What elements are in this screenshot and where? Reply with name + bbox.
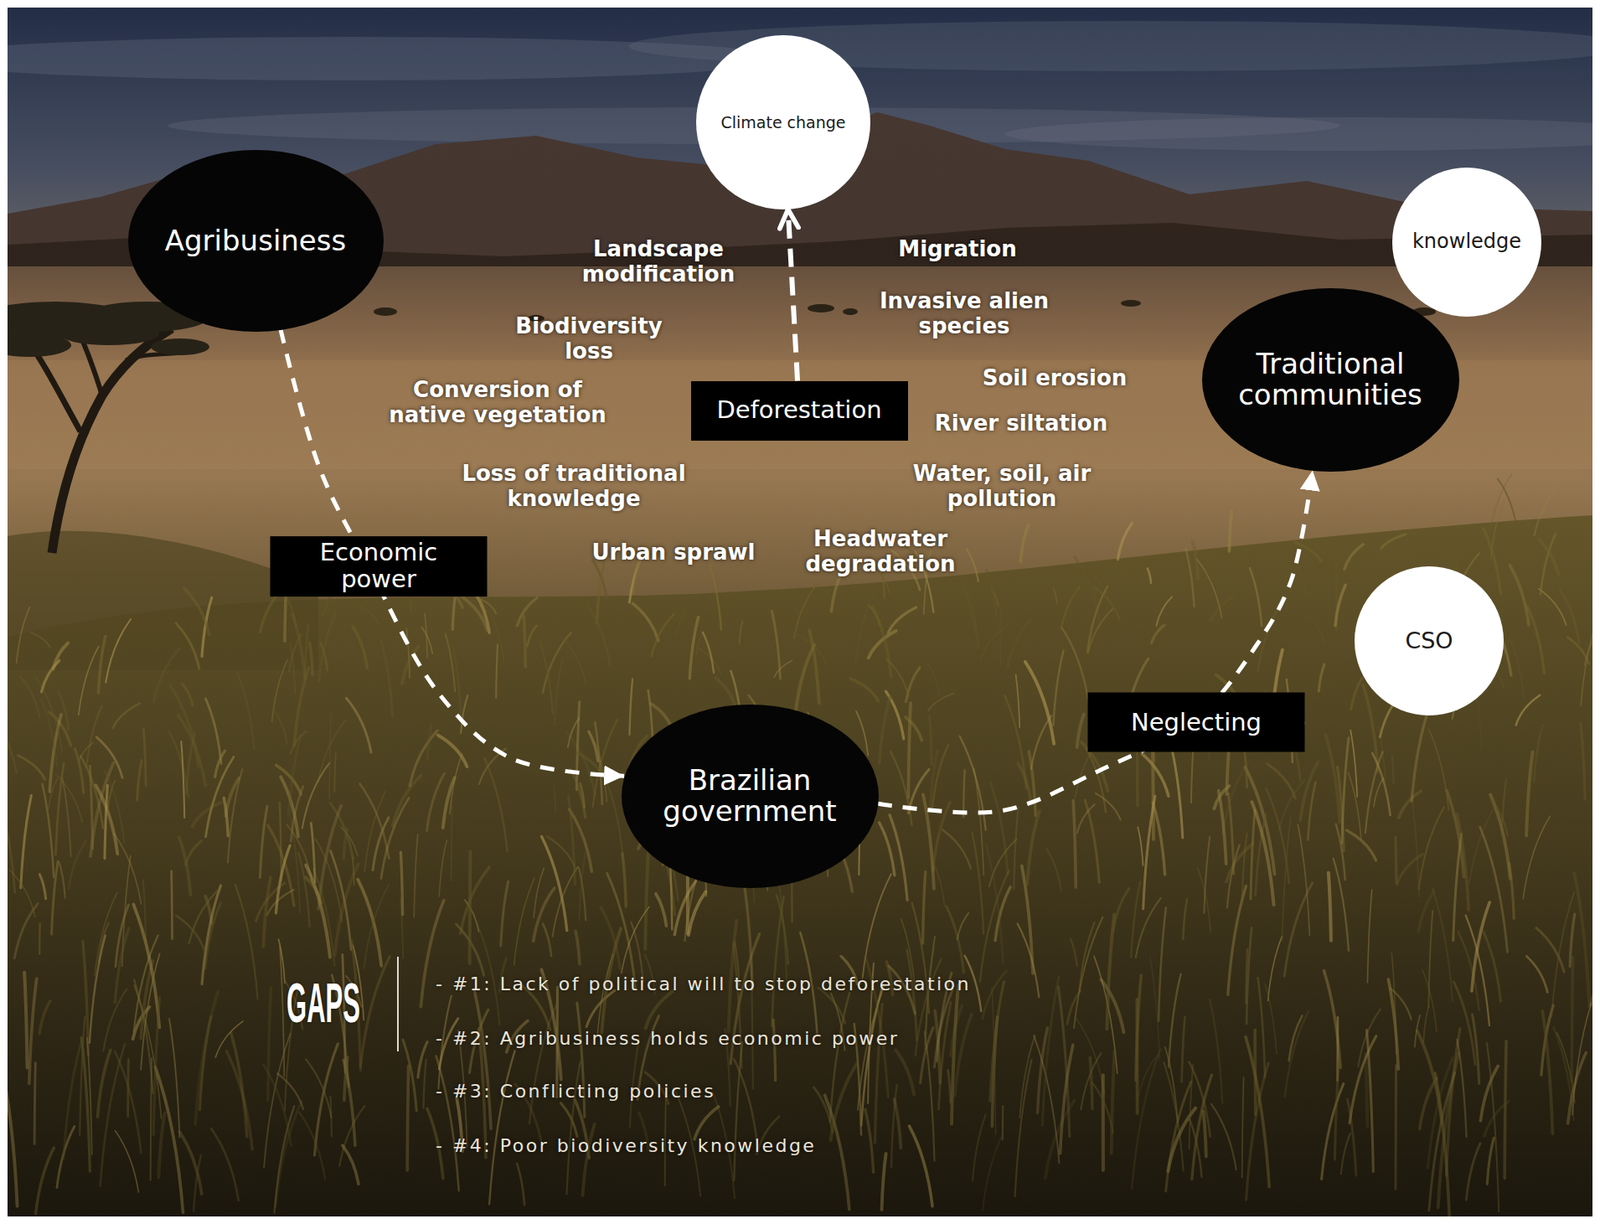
ellipse-fill bbox=[1354, 566, 1504, 716]
edge-label: Economic power bbox=[294, 539, 463, 594]
node-text: Agribusiness bbox=[165, 225, 346, 257]
dashed-arrow bbox=[788, 209, 798, 382]
impact-label: Soil erosion bbox=[982, 365, 1128, 391]
node-text: Traditional communities bbox=[1225, 348, 1435, 410]
impact-label: Conversion of native vegetation bbox=[379, 376, 616, 428]
photo-shade bbox=[7, 7, 1593, 1217]
impact-label: Urban sprawl bbox=[591, 539, 755, 565]
impact-label: River siltation bbox=[934, 410, 1108, 436]
process-box: Deforestation bbox=[691, 381, 909, 441]
gap-item: - #1: Lack of political will to stop def… bbox=[435, 971, 971, 997]
actor-ellipse: Traditional communities bbox=[1202, 288, 1460, 472]
gap-item: - #4: Poor biodiversity knowledge bbox=[435, 1133, 816, 1159]
impact-label: Biodiversity loss bbox=[501, 313, 677, 364]
node-label: Climate change bbox=[720, 113, 846, 132]
resource-circle: knowledge bbox=[1392, 167, 1542, 317]
outcome-circle: Climate change bbox=[696, 35, 871, 210]
impact-label: Invasive alien species bbox=[870, 288, 1059, 339]
node-text: knowledge bbox=[1412, 231, 1522, 253]
impact-label: Landscape modification bbox=[571, 236, 746, 287]
gap-item: - #3: Conflicting policies bbox=[435, 1078, 716, 1105]
edge-label-box: Economic power bbox=[270, 536, 488, 597]
box-fill bbox=[691, 381, 909, 441]
impact-label: Water, soil, air pollution bbox=[903, 460, 1100, 511]
node-label: knowledge bbox=[1412, 231, 1522, 253]
photo bbox=[7, 7, 1593, 1217]
impact-label: Headwater degradation bbox=[797, 526, 964, 577]
ellipse-fill bbox=[621, 704, 879, 888]
node-text: CSO bbox=[1404, 628, 1453, 653]
impact-label: Migration bbox=[898, 236, 1017, 262]
impact-label: Loss of traditional knowledge bbox=[454, 460, 694, 511]
ellipse-fill bbox=[128, 149, 384, 332]
node-label: Deforestation bbox=[716, 397, 882, 424]
node-label: Agribusiness bbox=[165, 225, 346, 257]
node-text: Brazilian government bbox=[645, 764, 855, 826]
dashed-arrow bbox=[877, 469, 1313, 813]
actor-circle: CSO bbox=[1354, 566, 1504, 716]
divider-line bbox=[397, 956, 399, 1052]
node-label: Traditional communities bbox=[1225, 348, 1435, 410]
actor-ellipse: Brazilian government bbox=[621, 704, 879, 888]
edge-label: Neglecting bbox=[1130, 708, 1262, 736]
ellipse-fill bbox=[696, 35, 871, 210]
node-text: Climate change bbox=[720, 113, 846, 132]
actor-ellipse: Agribusiness bbox=[128, 149, 384, 332]
gaps-heading: GAPS bbox=[286, 975, 361, 1031]
ellipse-fill bbox=[1392, 167, 1542, 317]
node-text: Deforestation bbox=[716, 397, 882, 424]
node-label: CSO bbox=[1404, 628, 1453, 653]
node-label: Brazilian government bbox=[645, 764, 855, 826]
ellipse-fill bbox=[1202, 288, 1460, 472]
edge-label-box: Neglecting bbox=[1088, 692, 1306, 753]
gap-item: - #2: Agribusiness holds economic power bbox=[435, 1026, 899, 1052]
